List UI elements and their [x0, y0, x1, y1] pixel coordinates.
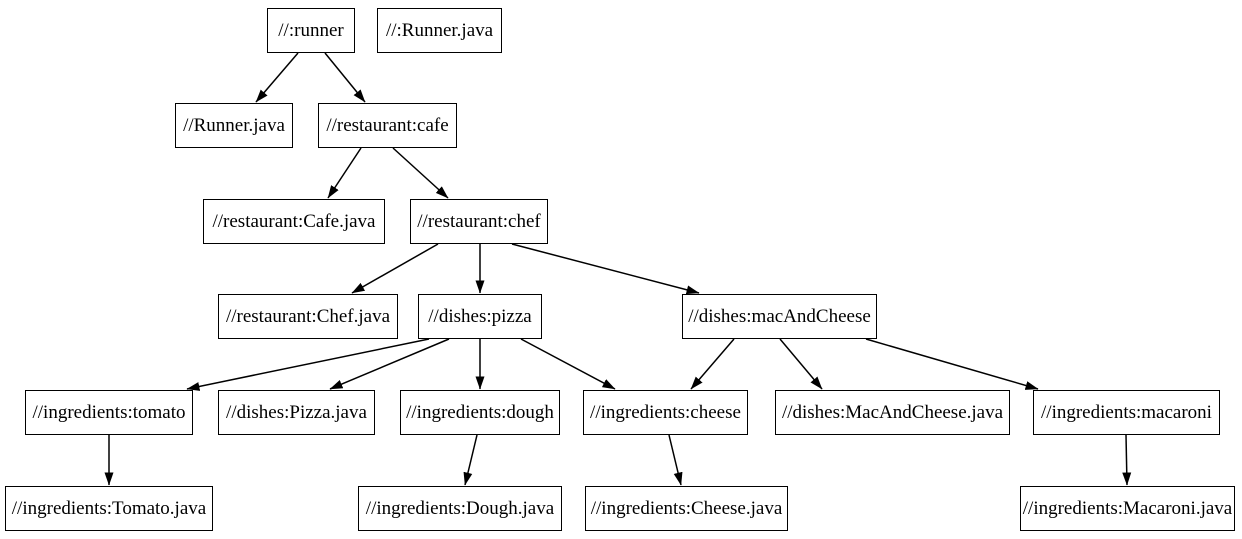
- edge-mac-and-cheese-macaroni: [865, 338, 1039, 390]
- node-mac-and-cheese-java: //dishes:MacAndCheese.java: [775, 390, 1010, 435]
- node-pizza: //dishes:pizza: [418, 294, 542, 339]
- edge-chef-mac-and-cheese: [511, 243, 700, 295]
- node-label: //ingredients:tomato: [32, 401, 186, 423]
- node-chef: //restaurant:chef: [410, 199, 548, 244]
- node-chef-java: //restaurant:Chef.java: [218, 294, 398, 339]
- edge-runner-cafe: [324, 52, 366, 103]
- node-cafe-java: //restaurant:Cafe.java: [203, 199, 385, 244]
- node-label: //dishes:Pizza.java: [226, 401, 367, 423]
- edge-mac-and-cheese-cheese: [690, 338, 735, 390]
- node-label: //Runner.java: [183, 114, 285, 136]
- node-label: //restaurant:chef: [417, 210, 541, 232]
- edge-cheese-cheese-java: [668, 434, 683, 486]
- node-dough: //ingredients:dough: [400, 390, 560, 435]
- edge-cafe-chef: [392, 147, 449, 199]
- edge-pizza-tomato: [186, 338, 430, 391]
- edge-macaroni-macaroni-java: [1122, 434, 1132, 486]
- node-tomato-java: //ingredients:Tomato.java: [5, 486, 213, 531]
- edge-pizza-pizza-java: [329, 338, 450, 390]
- node-macaroni: //ingredients:macaroni: [1033, 390, 1220, 435]
- node-tomato: //ingredients:tomato: [25, 390, 193, 435]
- node-macaroni-java: //ingredients:Macaroni.java: [1020, 486, 1235, 531]
- node-label: //ingredients:Cheese.java: [590, 497, 783, 519]
- node-label: //ingredients:Dough.java: [365, 497, 555, 519]
- node-cafe: //restaurant:cafe: [318, 103, 457, 148]
- edge-dough-dough-java: [463, 434, 478, 486]
- node-label: //restaurant:Chef.java: [225, 305, 391, 327]
- node-label: //dishes:MacAndCheese.java: [781, 401, 1004, 423]
- edge-cafe-cafe-java: [327, 147, 362, 199]
- node-runner-java-top: //:Runner.java: [377, 8, 502, 53]
- edge-runner-runner-java: [255, 52, 299, 103]
- node-label: //ingredients:dough: [406, 401, 554, 423]
- node-label: //ingredients:Tomato.java: [11, 497, 207, 519]
- edge-chef-chef-java: [351, 243, 439, 294]
- edge-pizza-cheese: [520, 338, 616, 390]
- node-label: //:runner: [278, 19, 344, 41]
- node-label: //dishes:macAndCheese: [688, 305, 871, 327]
- node-dough-java: //ingredients:Dough.java: [358, 486, 562, 531]
- node-cheese: //ingredients:cheese: [583, 390, 748, 435]
- node-runner-java: //Runner.java: [175, 103, 293, 148]
- node-runner: //:runner: [267, 8, 355, 53]
- node-label: //ingredients:cheese: [590, 401, 741, 423]
- node-label: //dishes:pizza: [428, 305, 532, 327]
- node-label: //ingredients:Macaroni.java: [1022, 497, 1233, 519]
- node-label: //restaurant:cafe: [326, 114, 449, 136]
- node-cheese-java: //ingredients:Cheese.java: [585, 486, 788, 531]
- node-mac-and-cheese: //dishes:macAndCheese: [682, 294, 877, 339]
- node-label: //:Runner.java: [385, 19, 494, 41]
- node-label: //restaurant:Cafe.java: [212, 210, 376, 232]
- node-pizza-java: //dishes:Pizza.java: [218, 390, 375, 435]
- node-label: //ingredients:macaroni: [1041, 401, 1212, 423]
- edge-mac-and-cheese-mac-and-cheese-java: [779, 338, 823, 390]
